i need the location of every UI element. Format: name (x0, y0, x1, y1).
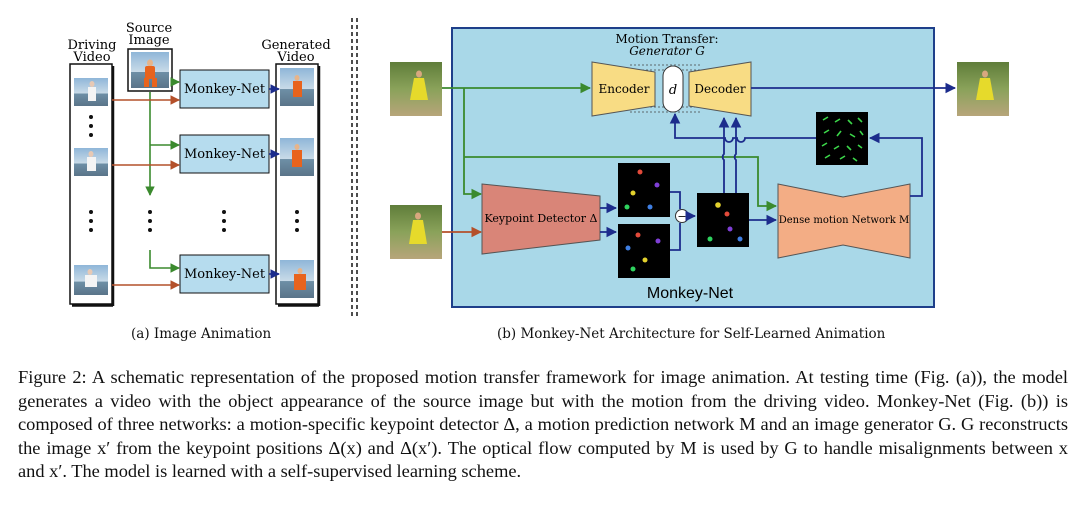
keypoint-detector-block: Keypoint Detector Δ (481, 183, 601, 255)
subtract-operator: − (675, 209, 689, 223)
encoder-block: Encoder (591, 61, 656, 117)
optical-flow-map (816, 112, 868, 165)
caption-panel-b: (b) Monkey-Net Architecture for Self-Lea… (497, 326, 886, 342)
caption-panel-a: (a) Image Animation (131, 326, 272, 342)
generated-video-label: Generated (261, 38, 330, 53)
input-image-x (390, 62, 442, 116)
decoder-label: Decoder (694, 82, 745, 96)
panel-a-image-animation: Source Image Driving Video Generated Vid… (68, 21, 331, 307)
monkey-net-box-3: Monkey-Net (179, 254, 270, 294)
driving-frame-2 (74, 148, 108, 176)
generated-frame-2 (280, 138, 314, 176)
panel-divider (351, 18, 358, 318)
driving-ellipsis (89, 115, 93, 232)
monkey-net-box-2: Monkey-Net (179, 134, 270, 174)
panel-b-architecture: Motion Transfer: Generator G Encoder d D… (390, 27, 1009, 308)
generator-title: Motion Transfer: (615, 32, 718, 46)
input-image-x-prime (390, 205, 442, 259)
generated-frame-3 (280, 260, 314, 298)
source-image-thumbnail (144, 59, 157, 87)
monkey-net-container (451, 27, 935, 308)
source-image-label-2: Image (128, 33, 170, 48)
driving-frame-3 (74, 265, 108, 295)
latent-d: d (662, 65, 684, 113)
driving-frame-1 (74, 78, 108, 106)
panel-b-arrows (442, 82, 957, 251)
monkey-net-title: Monkey-Net (647, 285, 734, 302)
dense-motion-label: Dense motion Network M (779, 215, 910, 226)
monkey-net-box-3-label: Monkey-Net (184, 267, 266, 282)
generator-title-2: Generator G (629, 44, 705, 58)
figure-2-diagram: Source Image Driving Video Generated Vid… (68, 18, 1009, 318)
monkey-net-box-1-label: Monkey-Net (184, 82, 266, 97)
panel-a-arrows (112, 77, 280, 290)
generated-ellipsis (295, 210, 299, 232)
output-image (957, 62, 1009, 116)
latent-d-label: d (669, 83, 677, 98)
heatmap-x (618, 163, 670, 217)
module-ellipsis (148, 210, 226, 232)
monkey-net-box-2-label: Monkey-Net (184, 147, 266, 162)
decoder-block: Decoder (688, 61, 752, 117)
figure-caption: Figure 2: A schematic representation of … (18, 366, 1068, 484)
keypoint-detector-label: Keypoint Detector Δ (485, 212, 598, 225)
source-image-label: Source (126, 21, 173, 36)
generated-video-label-2: Video (276, 50, 314, 65)
dense-motion-block: Dense motion Network M (777, 183, 911, 259)
monkey-net-box-1: Monkey-Net (179, 69, 270, 109)
driving-video-label: Driving (68, 38, 117, 53)
generated-frame-1 (280, 68, 314, 106)
encoder-label: Encoder (599, 82, 650, 96)
heatmap-difference (697, 193, 749, 247)
subtract-operator-label: − (677, 210, 686, 223)
heatmap-x-prime (618, 224, 670, 278)
driving-video-label-2: Video (72, 50, 110, 65)
figure-caption-text: Figure 2: A schematic representation of … (18, 367, 1068, 482)
